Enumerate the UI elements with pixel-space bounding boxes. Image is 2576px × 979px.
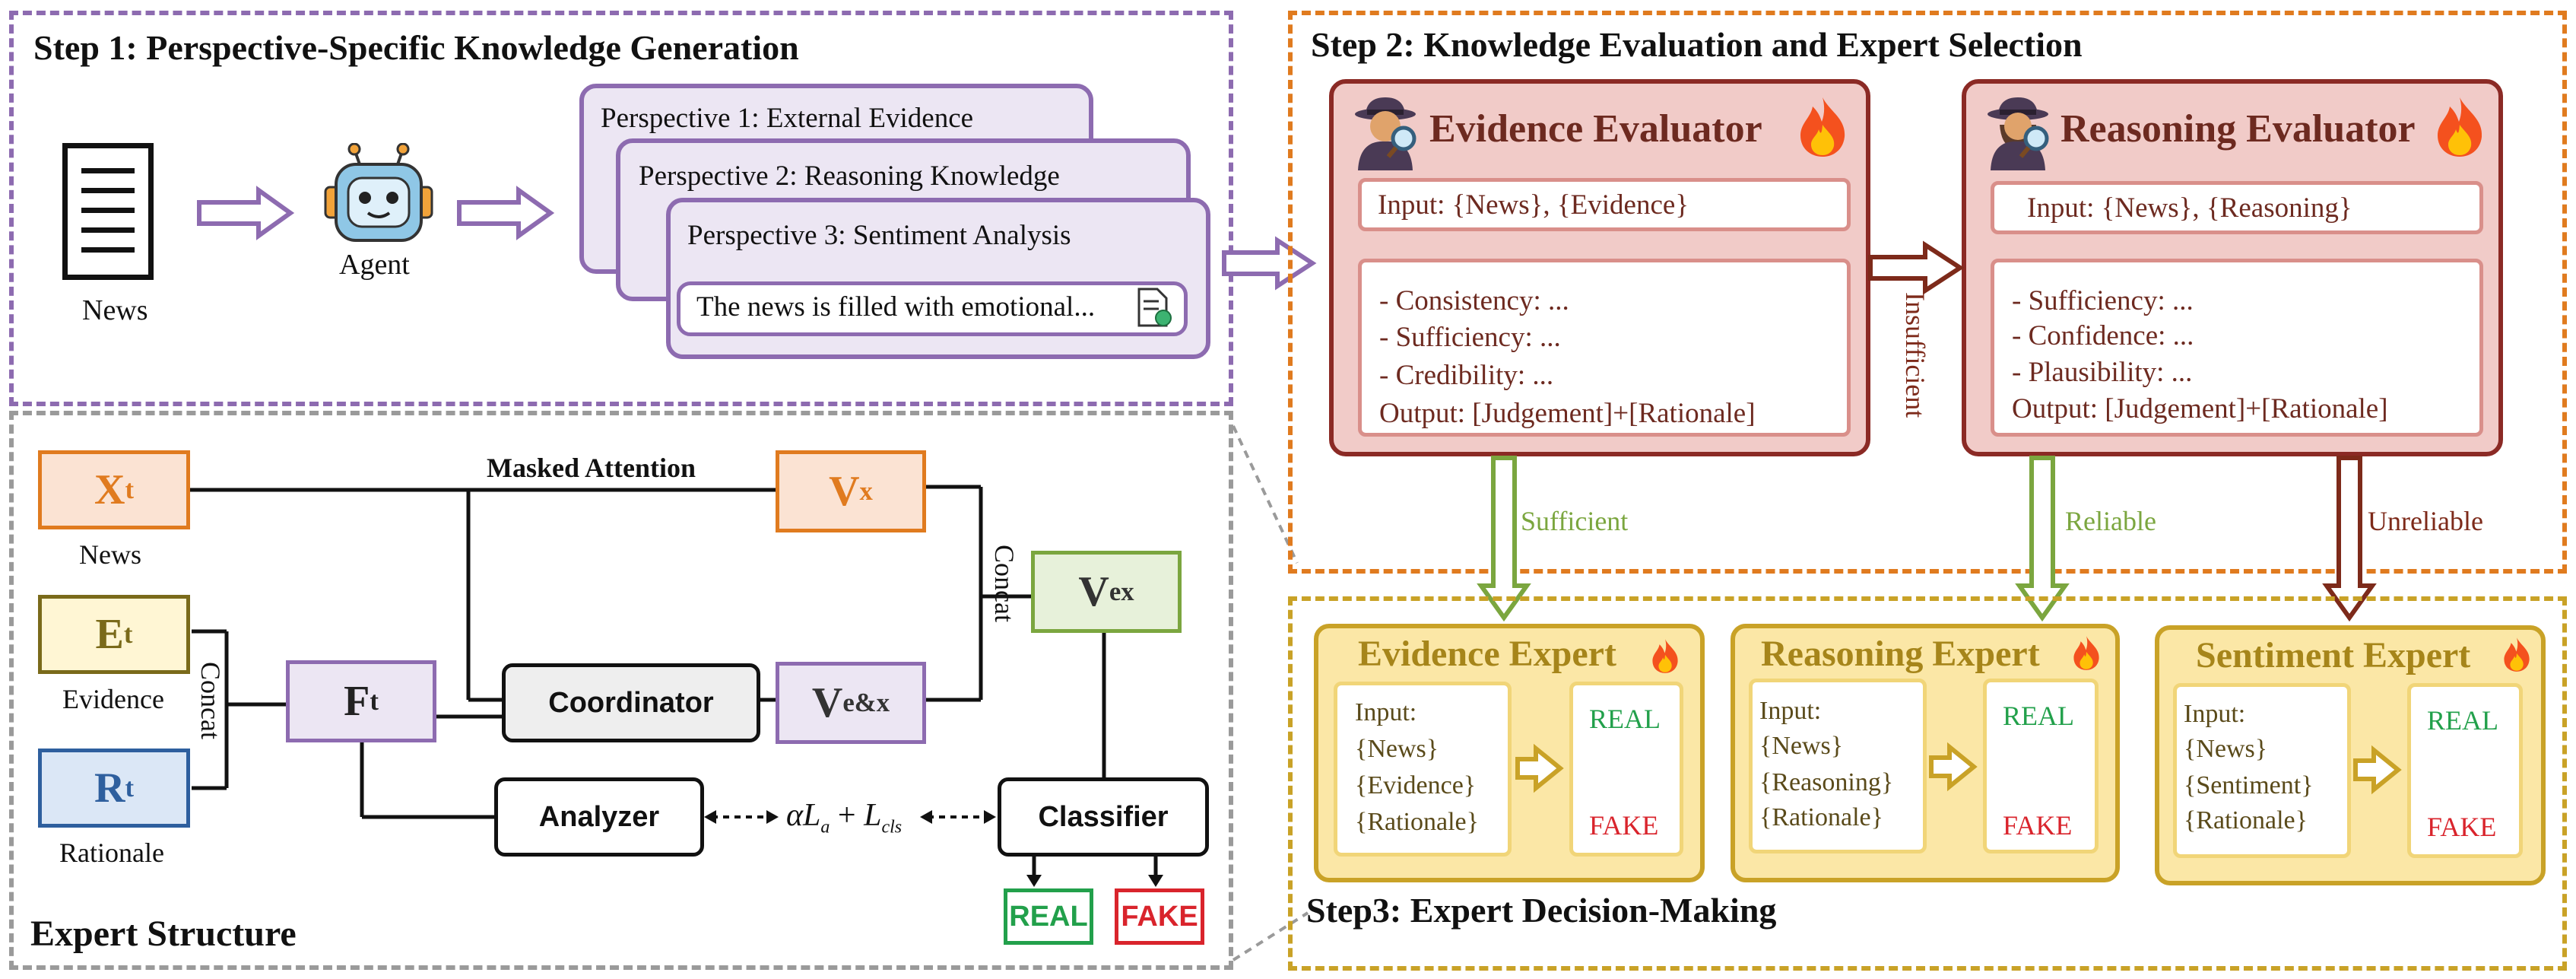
sentiment-example-text: The news is filled with emotional... xyxy=(696,291,1096,323)
coordinator-module: Coordinator xyxy=(502,663,760,742)
perspective-3-label: Perspective 3: Sentiment Analysis xyxy=(687,220,1071,251)
step3-panel xyxy=(1288,596,2567,971)
step1-panel xyxy=(9,11,1233,406)
evidence-evaluator-input-box xyxy=(1358,178,1851,231)
evidence-expert-fake: FAKE xyxy=(1589,810,1659,841)
sentiment-expert-fake: FAKE xyxy=(2427,812,2497,842)
step2-panel xyxy=(1288,11,2567,574)
sentiment-expert-input-3: {Rationale} xyxy=(2184,806,2308,834)
classifier-module: Classifier xyxy=(998,777,1209,857)
agent-label: Agent xyxy=(339,249,410,281)
step1-title: Step 1: Perspective-Specific Knowledge G… xyxy=(33,28,799,67)
perspective-1-label: Perspective 1: External Evidence xyxy=(601,103,974,134)
evidence-expert-output-box xyxy=(1569,682,1683,857)
loss-formula: αLa + Lcls xyxy=(786,798,903,838)
reasoning-criterion-confidence: - Confidence: ... xyxy=(2012,320,2194,351)
evidence-criterion-credibility: - Credibility: ... xyxy=(1379,360,1554,391)
evidence-expert-input-0: Input: xyxy=(1355,698,1417,726)
sentiment-expert-input-1: {News} xyxy=(2184,735,2268,763)
evidence-expert-input-3: {Rationale} xyxy=(1355,808,1479,836)
sentiment-expert-output-box xyxy=(2407,683,2523,858)
reasoning-criterion-sufficiency: - Sufficiency: ... xyxy=(2012,285,2194,316)
et-evidence-label: Evidence xyxy=(62,684,164,714)
sentiment-expert-input-box xyxy=(2173,683,2351,858)
sentiment-expert-input-2: {Sentiment} xyxy=(2184,771,2314,799)
evidence-expert-input-2: {Evidence} xyxy=(1355,771,1477,799)
reasoning-evaluator-input: Input: {News}, {Reasoning} xyxy=(2027,192,2352,224)
detective-woman-icon xyxy=(1988,97,2049,170)
evidence-expert-input-box xyxy=(1334,682,1512,857)
evidence-evaluator-output: Output: [Judgement]+[Rationale] xyxy=(1379,398,1756,429)
fire-icon xyxy=(2073,636,2099,670)
evidence-evaluator-title: Evidence Evaluator xyxy=(1429,107,1762,151)
reasoning-expert-input-3: {Rationale} xyxy=(1759,803,1883,831)
sentiment-expert-real: REAL xyxy=(2427,705,2498,736)
reasoning-evaluator-title: Reasoning Evaluator xyxy=(2060,107,2416,151)
reasoning-expert-real: REAL xyxy=(2003,701,2074,731)
sufficient-label: Sufficient xyxy=(1521,506,1629,536)
fire-icon xyxy=(2438,97,2482,157)
xt-news-label: News xyxy=(79,539,141,570)
robot-agent-icon xyxy=(324,143,433,242)
unreliable-label: Unreliable xyxy=(2368,506,2483,536)
reasoning-evaluator-input-box xyxy=(1991,181,2483,234)
document-edit-icon xyxy=(1137,288,1172,327)
masked-attention-label: Masked Attention xyxy=(487,453,696,483)
step2-title: Step 2: Knowledge Evaluation and Expert … xyxy=(1311,25,2083,64)
evidence-criterion-sufficiency: - Sufficiency: ... xyxy=(1379,322,1561,353)
sentiment-expert-input-0: Input: xyxy=(2184,700,2246,728)
fire-icon xyxy=(1652,639,1678,673)
reliable-label: Reliable xyxy=(2065,506,2156,536)
reasoning-expert-input-2: {Reasoning} xyxy=(1759,768,1894,796)
fire-icon xyxy=(1800,97,1845,157)
rt-rationale-label: Rationale xyxy=(59,838,164,868)
news-document-icon xyxy=(62,143,154,280)
sentiment-example-box xyxy=(677,281,1188,336)
reasoning-expert-fake: FAKE xyxy=(2003,810,2073,841)
news-label: News xyxy=(82,294,148,326)
perspective-2-label: Perspective 2: Reasoning Knowledge xyxy=(639,161,1060,192)
step3-title: Step3: Expert Decision-Making xyxy=(1306,891,1777,930)
evidence-expert-input-1: {News} xyxy=(1355,735,1439,763)
evidence-evaluator-input: Input: {News}, {Evidence} xyxy=(1378,189,1689,221)
reasoning-criterion-plausibility: - Plausibility: ... xyxy=(2012,357,2193,388)
expert-structure-title: Expert Structure xyxy=(30,914,297,954)
expert-structure-panel xyxy=(9,411,1233,970)
fire-icon xyxy=(2504,637,2530,672)
evidence-expert-real: REAL xyxy=(1589,704,1661,734)
fake-badge: FAKE xyxy=(1115,888,1204,945)
reasoning-evaluator-output: Output: [Judgement]+[Rationale] xyxy=(2012,393,2388,424)
sentiment-expert-title: Sentiment Expert xyxy=(2196,635,2471,675)
real-badge: REAL xyxy=(1004,888,1093,945)
reasoning-expert-input-1: {News} xyxy=(1759,732,1844,760)
analyzer-module: Analyzer xyxy=(494,777,704,857)
evidence-expert-title: Evidence Expert xyxy=(1358,634,1616,674)
reasoning-expert-title: Reasoning Expert xyxy=(1761,634,2040,674)
evidence-evaluator-criteria-box xyxy=(1358,259,1851,437)
reasoning-expert-input-box xyxy=(1749,679,1927,853)
reasoning-expert-input-0: Input: xyxy=(1759,697,1822,725)
reasoning-evaluator-criteria-box xyxy=(1991,259,2483,437)
reasoning-expert-output-box xyxy=(1983,679,2099,853)
evidence-criterion-consistency: - Consistency: ... xyxy=(1379,285,1569,316)
detective-icon xyxy=(1355,97,1416,170)
